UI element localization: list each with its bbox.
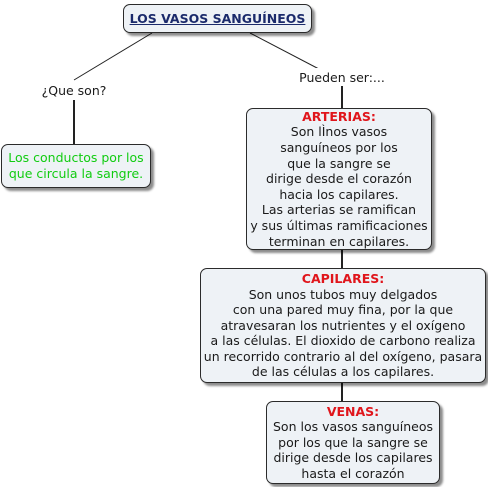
venas-node: VENAS: Son los vasos sanguíneos por los … bbox=[266, 401, 440, 484]
capilares-heading: CAPILARES: bbox=[301, 270, 385, 286]
link-title-to-que-son bbox=[73, 32, 153, 81]
link-label-que-son: ¿Que son? bbox=[40, 82, 108, 98]
link-label-pueden-ser: Pueden ser:... bbox=[294, 68, 390, 86]
diagram-title: LOS VASOS SANGUÍNEOS bbox=[129, 11, 306, 26]
arterias-text: Son lÌnos vasos sanguíneos por los que l… bbox=[250, 124, 428, 249]
definition-text: Los conductos por los que circula la san… bbox=[8, 150, 144, 181]
definition-node: Los conductos por los que circula la san… bbox=[1, 144, 151, 188]
venas-heading: VENAS: bbox=[326, 403, 380, 419]
capilares-node: CAPILARES: Son unos tubos muy delgados c… bbox=[200, 268, 486, 383]
venas-text: Son los vasos sanguíneos por los que la … bbox=[273, 419, 433, 481]
pueden-ser-text: Pueden ser:... bbox=[299, 69, 385, 85]
arterias-heading: ARTERIAS: bbox=[302, 108, 376, 124]
que-son-text: ¿Que son? bbox=[41, 82, 107, 98]
title-node: LOS VASOS SANGUÍNEOS bbox=[123, 4, 312, 33]
capilares-text: Son unos tubos muy delgados con una pare… bbox=[203, 286, 483, 380]
arterias-node: ARTERIAS: Son lÌnos vasos sanguíneos por… bbox=[246, 108, 432, 250]
